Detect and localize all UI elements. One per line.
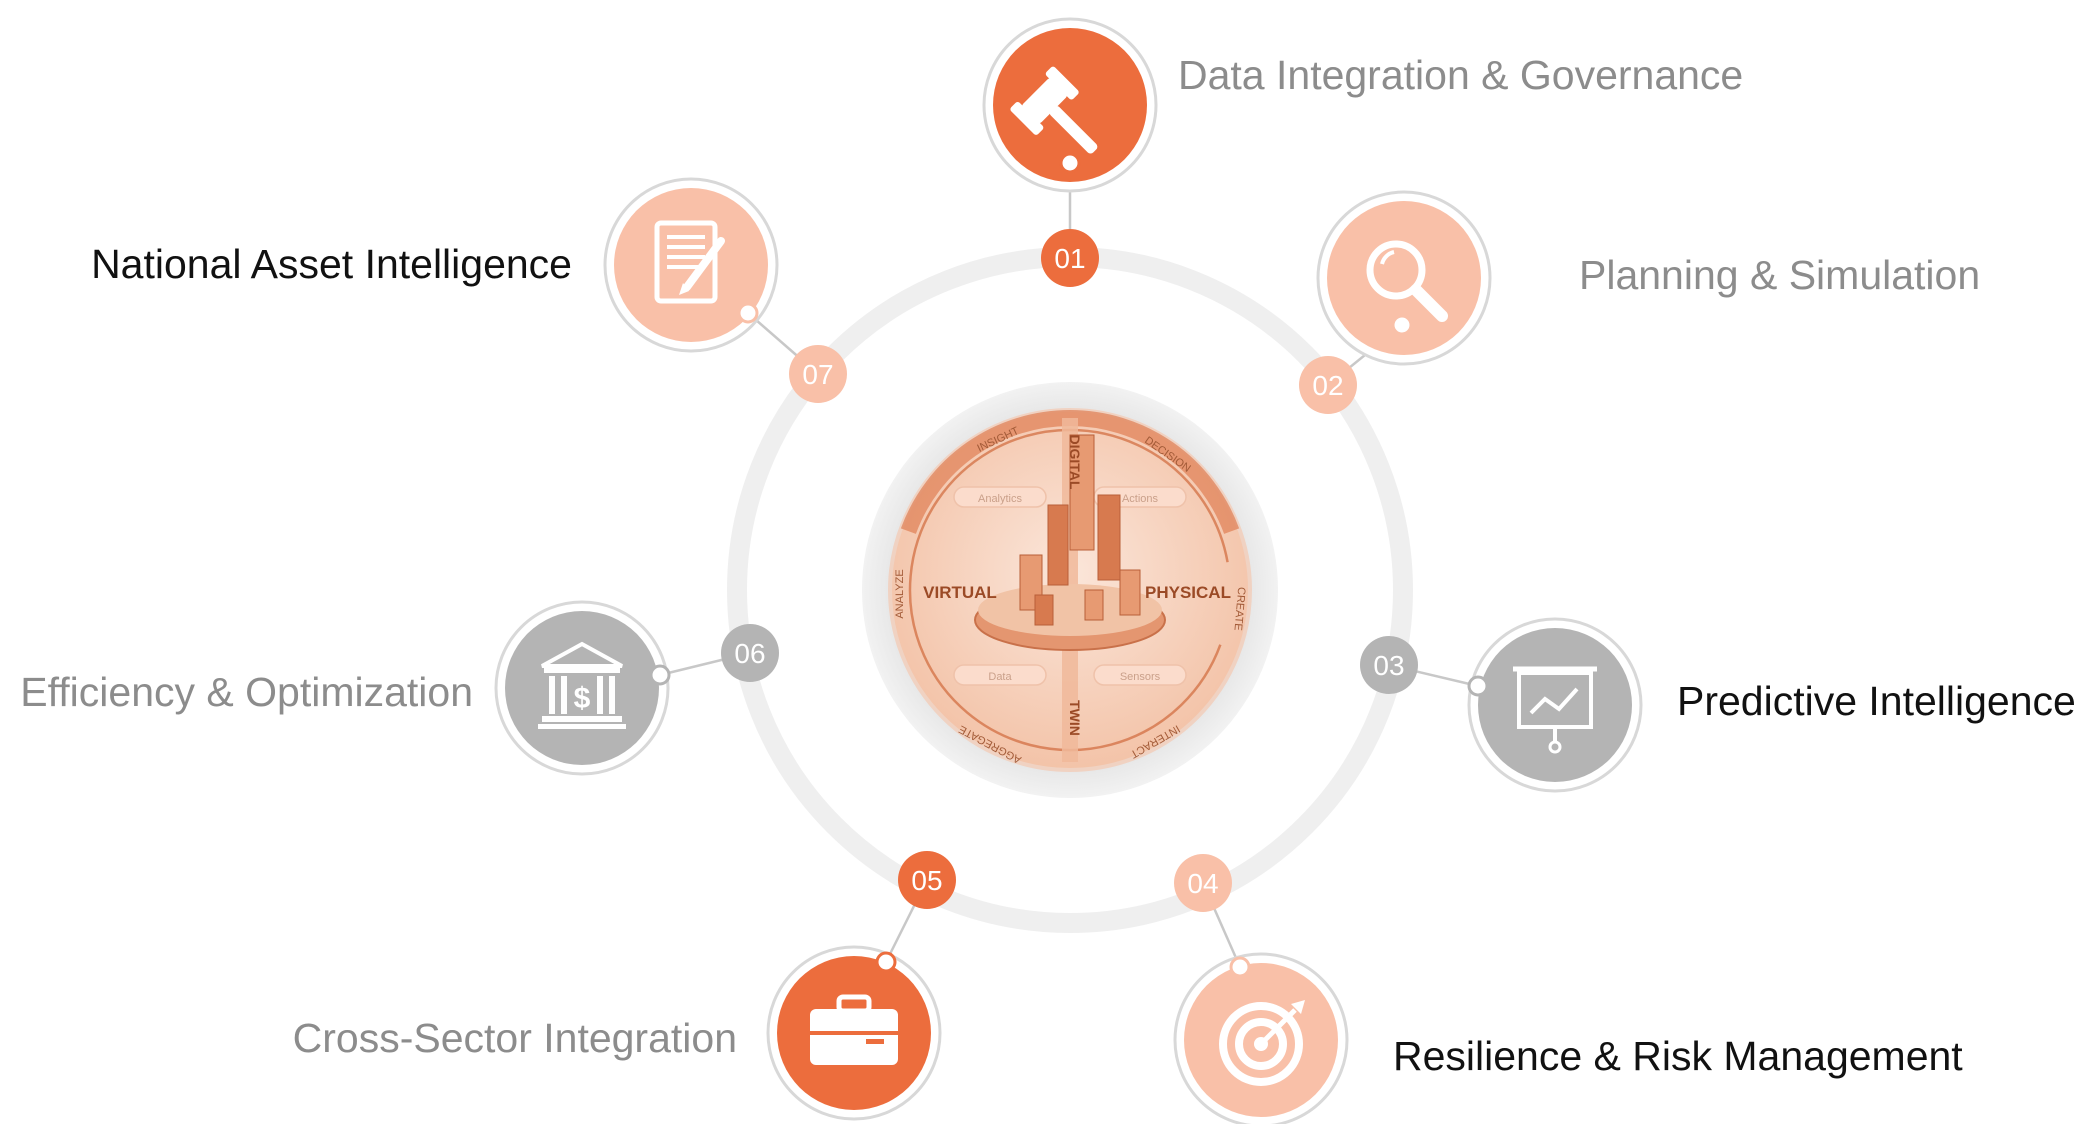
hub-twin-label: TWIN bbox=[1067, 700, 1083, 736]
hub-arc-label: CREATE bbox=[1231, 586, 1247, 631]
briefcase-icon bbox=[808, 994, 900, 1065]
hub-arc-label: ANALYZE bbox=[894, 569, 906, 618]
step-number: 01 bbox=[1054, 243, 1085, 274]
icon-disc bbox=[993, 28, 1147, 182]
connector-dot bbox=[737, 302, 759, 324]
step-badge bbox=[898, 851, 956, 909]
city-building-2 bbox=[1047, 504, 1069, 586]
step-number: 05 bbox=[911, 865, 942, 896]
city-building-5 bbox=[1119, 569, 1141, 616]
feature-node-04: 04 bbox=[1173, 854, 1349, 1124]
feature-label-03: Predictive Intelligence bbox=[1677, 678, 2076, 724]
hub-box-3 bbox=[953, 664, 1047, 686]
city-building-6 bbox=[1034, 594, 1054, 626]
step-number: 06 bbox=[734, 638, 765, 669]
feature-label-01: Data Integration & Governance bbox=[1178, 52, 1744, 98]
step-number: 02 bbox=[1312, 370, 1343, 401]
step-badge bbox=[721, 624, 779, 682]
step-number: 04 bbox=[1187, 868, 1218, 899]
hub-virtual-label: VIRTUAL bbox=[923, 583, 997, 602]
connector-dot bbox=[1467, 675, 1489, 697]
city-building-3 bbox=[1069, 434, 1095, 551]
magnifier-icon bbox=[1366, 240, 1448, 322]
feature-node-05: 05 bbox=[766, 851, 956, 1121]
hub-city-illustration bbox=[974, 434, 1166, 651]
target-icon bbox=[1219, 1000, 1305, 1086]
connector-dot bbox=[1391, 314, 1413, 336]
feature-node-01: 01 bbox=[982, 17, 1158, 287]
step-badge bbox=[1299, 356, 1357, 414]
hub-box-4 bbox=[1093, 664, 1187, 686]
city-building-7 bbox=[1084, 589, 1104, 621]
hub-box-1 bbox=[953, 486, 1047, 508]
connector-dot bbox=[649, 664, 671, 686]
gavel-icon bbox=[1010, 66, 1098, 154]
feature-label-07: National Asset Intelligence bbox=[91, 241, 572, 287]
hub-physical-label: PHYSICAL bbox=[1145, 583, 1231, 602]
step-badge bbox=[1041, 229, 1099, 287]
svg-text:$: $ bbox=[574, 682, 591, 715]
feature-node-03: 03 bbox=[1360, 617, 1643, 793]
connector-dot bbox=[1059, 152, 1081, 174]
hub-box-label: Data bbox=[988, 671, 1012, 683]
step-badge bbox=[1360, 636, 1418, 694]
bank-icon: $ bbox=[538, 641, 626, 729]
feature-label-05: Cross-Sector Integration bbox=[292, 1015, 737, 1061]
feature-node-02: 02 bbox=[1299, 190, 1492, 414]
feature-label-04: Resilience & Risk Management bbox=[1393, 1033, 1963, 1079]
feature-node-07: 07 bbox=[603, 177, 847, 403]
feature-label-02: Planning & Simulation bbox=[1579, 252, 1981, 298]
hub-digital-label: DIGITAL bbox=[1067, 435, 1083, 490]
step-number: 03 bbox=[1373, 650, 1404, 681]
step-badge bbox=[789, 345, 847, 403]
connector-dot bbox=[875, 951, 897, 973]
document-pen-icon bbox=[654, 220, 725, 304]
hub-box-label: Actions bbox=[1122, 493, 1159, 505]
city-building-4 bbox=[1097, 494, 1121, 581]
hub-box-label: Analytics bbox=[978, 493, 1023, 505]
feature-node-06: 06 $ bbox=[494, 600, 779, 776]
hub-flow-arrow bbox=[908, 428, 1229, 752]
presentation-chart-icon bbox=[1513, 666, 1597, 754]
feature-label-06: Efficiency & Optimization bbox=[20, 669, 473, 715]
hub-box-label: Sensors bbox=[1120, 671, 1161, 683]
connector-dot bbox=[1229, 956, 1251, 978]
step-number: 07 bbox=[802, 359, 833, 390]
step-badge bbox=[1174, 854, 1232, 912]
